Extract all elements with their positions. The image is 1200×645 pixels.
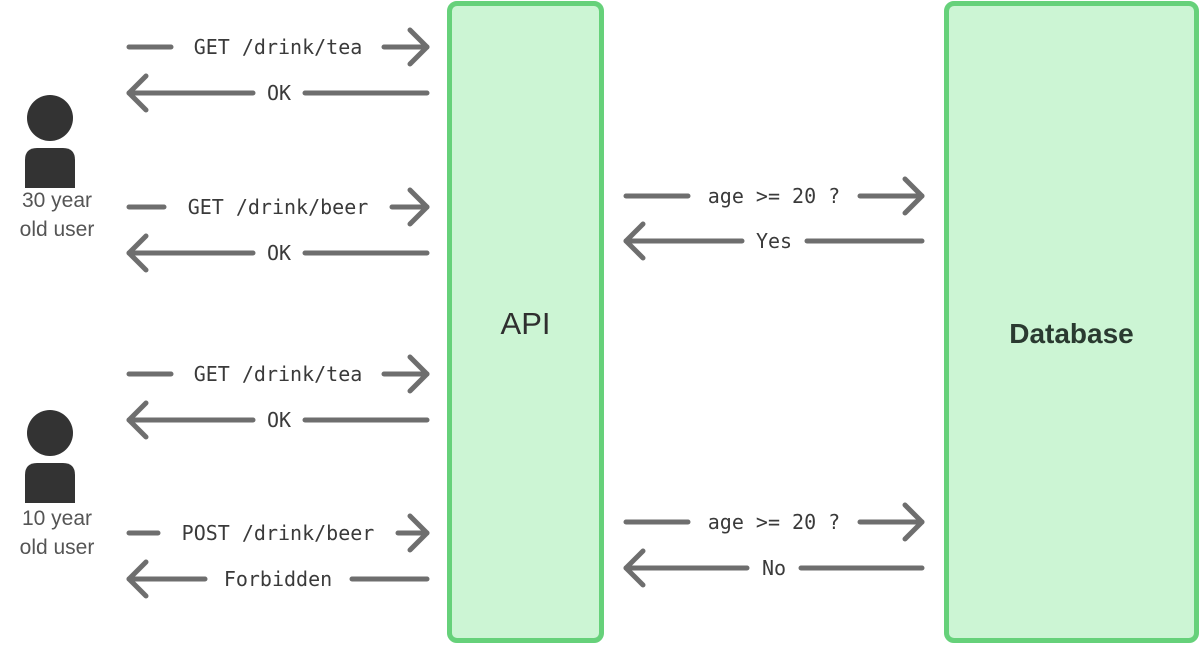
db-answer-label-2: No bbox=[762, 556, 786, 580]
db-answer-arrow-1 bbox=[623, 221, 925, 261]
database-box: Database bbox=[944, 1, 1199, 643]
request-label-3: GET /drink/tea bbox=[194, 362, 363, 386]
database-label: Database bbox=[1009, 318, 1134, 349]
request-arrow-3 bbox=[126, 354, 430, 394]
request-label-4: POST /drink/beer bbox=[182, 521, 375, 545]
user-10-label-line2: old user bbox=[19, 536, 95, 559]
response-arrow-2 bbox=[126, 233, 430, 273]
api-box: API bbox=[447, 1, 604, 643]
api-label: API bbox=[500, 306, 551, 341]
user-10-label-line1: 10 year bbox=[21, 507, 93, 530]
db-query-arrow-1 bbox=[623, 176, 925, 216]
response-arrow-4 bbox=[126, 559, 430, 599]
db-answer-label-1: Yes bbox=[756, 229, 792, 253]
response-arrow-1 bbox=[126, 73, 430, 113]
db-answer-arrow-2 bbox=[623, 548, 925, 588]
db-query-arrow-2 bbox=[623, 502, 925, 542]
db-query-label-1: age >= 20 ? bbox=[708, 184, 840, 208]
user-10-icon bbox=[25, 410, 75, 503]
response-label-2: OK bbox=[267, 241, 291, 265]
user-30-icon bbox=[25, 95, 75, 188]
request-label-1: GET /drink/tea bbox=[194, 35, 363, 59]
request-arrow-4 bbox=[126, 513, 430, 553]
response-arrow-3 bbox=[126, 400, 430, 440]
response-label-3: OK bbox=[267, 408, 291, 432]
request-label-2: GET /drink/beer bbox=[188, 195, 369, 219]
user-30-label: 30 year old user bbox=[0, 186, 117, 244]
user-30-label-line2: old user bbox=[19, 218, 95, 241]
response-label-4: Forbidden bbox=[224, 567, 332, 591]
response-label-1: OK bbox=[267, 81, 291, 105]
user-10-label: 10 year old user bbox=[0, 504, 117, 562]
user-30-label-line1: 30 year bbox=[21, 189, 93, 212]
request-arrow-2 bbox=[126, 187, 430, 227]
request-arrow-1 bbox=[126, 27, 430, 67]
db-query-label-2: age >= 20 ? bbox=[708, 510, 840, 534]
